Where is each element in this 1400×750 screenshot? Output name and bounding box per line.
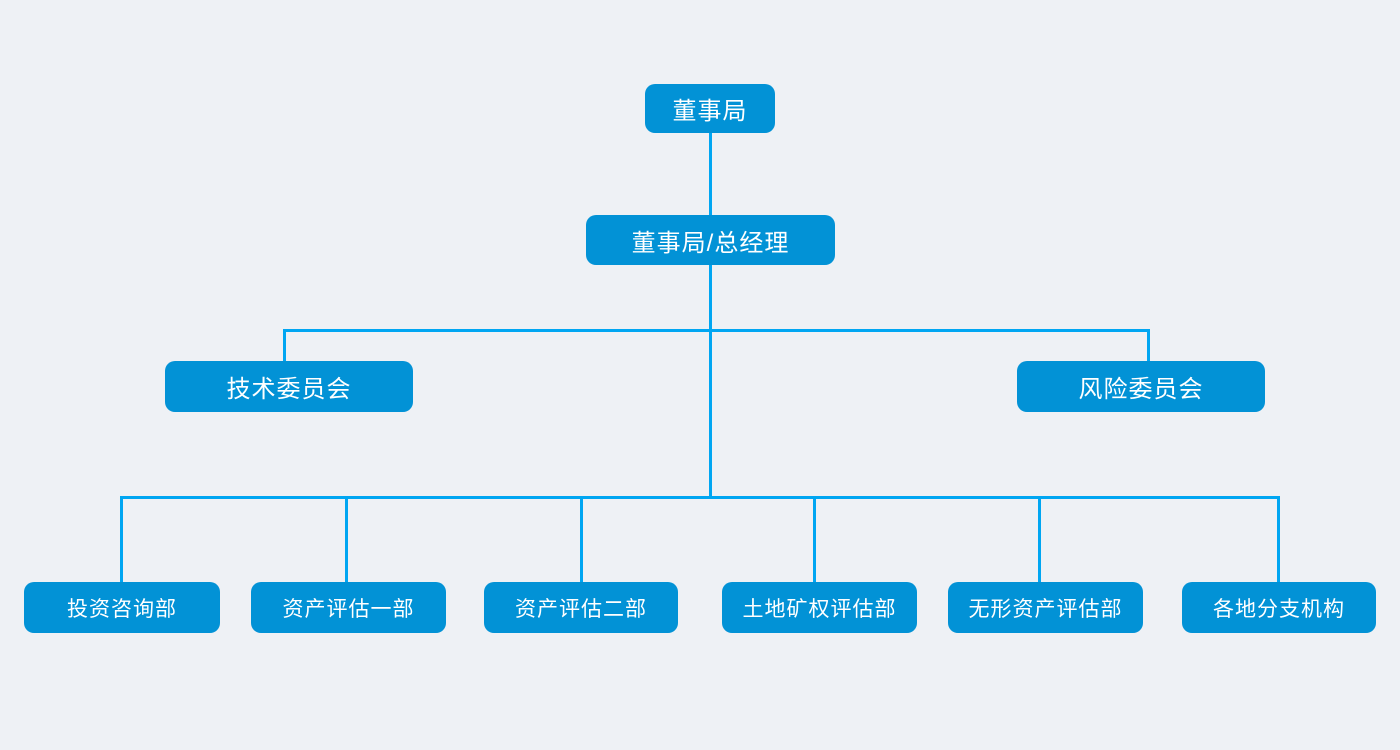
- node-risk-committee[interactable]: 风险委员会: [1017, 361, 1265, 412]
- connector-board-to-gm: [709, 133, 712, 215]
- connector-drop-risk-committee: [1147, 331, 1150, 361]
- node-land-mining-rights-appraisal-dept[interactable]: 土地矿权评估部: [722, 582, 917, 633]
- node-board-of-directors[interactable]: 董事局: [645, 84, 775, 133]
- connector-gm-trunk: [709, 265, 712, 496]
- node-intangible-assets-appraisal-dept[interactable]: 无形资产评估部: [948, 582, 1143, 633]
- connector-drop-branch-offices: [1277, 498, 1280, 582]
- node-investment-consulting-dept[interactable]: 投资咨询部: [24, 582, 220, 633]
- connector-drop-asset-appraisal-1: [345, 498, 348, 582]
- node-board-general-manager[interactable]: 董事局/总经理: [586, 215, 835, 265]
- node-technical-committee[interactable]: 技术委员会: [165, 361, 413, 412]
- node-asset-appraisal-dept-1[interactable]: 资产评估一部: [251, 582, 446, 633]
- connector-department-rail: [120, 496, 1280, 499]
- node-asset-appraisal-dept-2[interactable]: 资产评估二部: [484, 582, 678, 633]
- connector-drop-asset-appraisal-2: [580, 498, 583, 582]
- connector-drop-intangible-assets: [1038, 498, 1041, 582]
- connector-drop-investment-consulting: [120, 498, 123, 582]
- connector-drop-technical-committee: [283, 331, 286, 361]
- node-regional-branch-offices[interactable]: 各地分支机构: [1182, 582, 1376, 633]
- connector-drop-land-mining-rights: [813, 498, 816, 582]
- connector-committee-rail: [283, 329, 1150, 332]
